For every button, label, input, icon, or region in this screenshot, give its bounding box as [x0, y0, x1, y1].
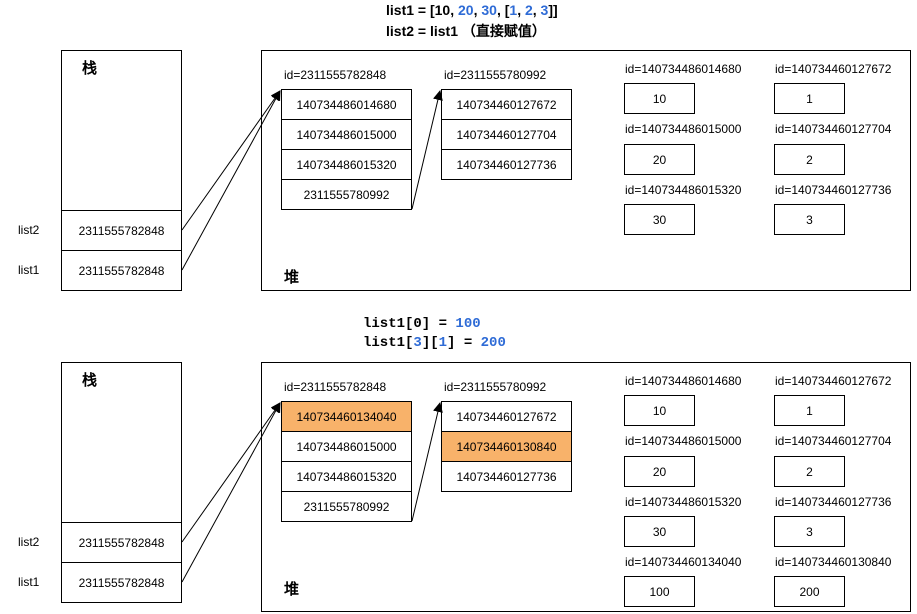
list-inner-cell: 140734460127736 [441, 149, 572, 180]
list-inner-cell: 140734460127736 [441, 461, 572, 492]
object-box: 20 [624, 456, 695, 487]
object-id: id=140734460127704 [775, 122, 892, 136]
stack-label: 栈 [82, 372, 98, 389]
diagram1-title-line1: list1 = [10, 20, 30, [1, 2, 3]] [386, 2, 558, 18]
list-inner-id: id=2311555780992 [444, 380, 547, 394]
object-id: id=140734486015320 [625, 495, 742, 509]
stack-cell-list1: 2311555782848 [61, 250, 182, 291]
stack-var-list1: list1 [18, 575, 40, 589]
object-id: id=140734460134040 [625, 555, 742, 569]
object-box: 30 [624, 204, 695, 235]
list-outer-id: id=2311555782848 [284, 68, 387, 82]
object-id: id=140734460130840 [775, 555, 892, 569]
object-id: id=140734460127736 [775, 183, 892, 197]
object-box: 10 [624, 395, 695, 426]
list-outer-cell: 140734486015320 [281, 149, 412, 180]
diagram2-code-line1: list1[0] = 100 [363, 316, 481, 332]
list-outer-cell: 140734486015320 [281, 461, 412, 492]
arrow-outer-to-inner [411, 90, 443, 210]
diagram2-code-line2: list1[3][1] = 200 [363, 335, 506, 351]
object-id: id=140734460127672 [775, 62, 892, 76]
list-outer-cell: 140734486014680 [281, 89, 412, 120]
list-inner-id: id=2311555780992 [444, 68, 547, 82]
object-id: id=140734486014680 [625, 374, 742, 388]
list-outer-id: id=2311555782848 [284, 380, 387, 394]
object-box: 3 [774, 204, 845, 235]
arrow-list1-to-list [181, 402, 281, 583]
heap-label: 堆 [284, 581, 300, 598]
object-box: 100 [624, 576, 695, 607]
object-box: 200 [774, 576, 845, 607]
stack-var-list2: list2 [18, 223, 40, 237]
object-box: 1 [774, 395, 845, 426]
stack-var-list2: list2 [18, 535, 40, 549]
arrow-list1-to-list [181, 90, 281, 271]
object-id: id=140734486015320 [625, 183, 742, 197]
object-box: 10 [624, 83, 695, 114]
stack-label: 栈 [82, 60, 98, 77]
object-id: id=140734486015000 [625, 122, 742, 136]
object-id: id=140734460127736 [775, 495, 892, 509]
heap-label: 堆 [284, 269, 300, 286]
diagram1-title-line2: list2 = list1 （直接赋值） [386, 23, 546, 39]
object-box: 1 [774, 83, 845, 114]
object-box: 2 [774, 456, 845, 487]
list-outer-cell: 2311555780992 [281, 491, 412, 522]
object-id: id=140734486014680 [625, 62, 742, 76]
arrow-outer-to-inner [411, 402, 443, 522]
list-outer-cell: 2311555780992 [281, 179, 412, 210]
list-outer-cell: 140734486015000 [281, 119, 412, 150]
list-outer-cell: 140734486015000 [281, 431, 412, 462]
object-box: 3 [774, 516, 845, 547]
object-box: 2 [774, 144, 845, 175]
stack-cell-list1: 2311555782848 [61, 562, 182, 603]
object-id: id=140734460127704 [775, 434, 892, 448]
stack-cell-list2: 2311555782848 [61, 210, 182, 251]
object-box: 30 [624, 516, 695, 547]
object-id: id=140734460127672 [775, 374, 892, 388]
object-box: 20 [624, 144, 695, 175]
list-inner-cell: 140734460127672 [441, 401, 572, 432]
stack-var-list1: list1 [18, 263, 40, 277]
arrow-list2-to-list [181, 402, 281, 543]
arrow-list2-to-list [181, 90, 281, 231]
object-id: id=140734486015000 [625, 434, 742, 448]
